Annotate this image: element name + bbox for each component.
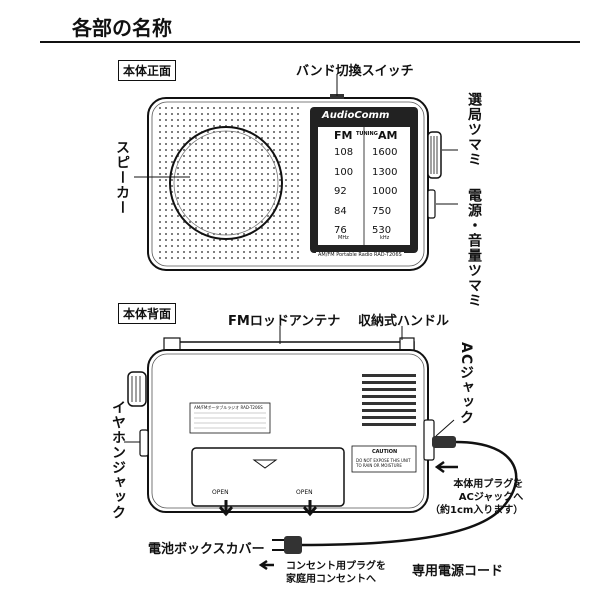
caution-text: DO NOT EXPOSE THIS UNIT TO RAIN OR MOIST…	[356, 458, 411, 468]
brand-logo: AudioComm	[322, 110, 390, 121]
title-rule	[40, 41, 580, 43]
fm-unit: MHz	[338, 235, 349, 241]
speaker-ring	[169, 126, 283, 240]
fm-scale-value: 92	[334, 186, 347, 197]
am-scale-value: 1600	[372, 147, 398, 158]
power-cord	[272, 436, 518, 554]
vent-slots	[362, 374, 416, 426]
radio-front-body	[147, 94, 442, 271]
am-scale-value: 1000	[372, 186, 398, 197]
speaker-grille	[159, 107, 299, 259]
open-label-left: OPEN	[212, 489, 229, 496]
caution-label	[351, 445, 417, 473]
caution-title: CAUTION	[372, 449, 398, 455]
outlet-note: コンセント用プラグを 家庭用コンセントへ	[286, 561, 386, 585]
battery-cover-shape	[191, 447, 345, 507]
volume-knob-shape	[427, 189, 436, 219]
spec-title: AM/FMポータブルラジオ RAD-T206S	[194, 405, 263, 410]
speaker-label: スピーカー	[114, 140, 130, 215]
fm-antenna-label: FMロッドアンテナ	[228, 314, 341, 329]
fm-scale-value: 76	[334, 225, 347, 236]
power-cord-label: 専用電源コード	[412, 564, 504, 579]
am-band-label: AM	[378, 129, 398, 142]
back-tag: 本体背面	[118, 303, 177, 324]
plug-note: 本体用プラグを ACジャックへ （約1cm入ります）	[430, 479, 524, 516]
handle-label: 収納式ハンドル	[358, 314, 450, 329]
earphone-jack-shape	[139, 429, 149, 457]
am-unit: kHz	[380, 235, 390, 241]
am-scale-value: 1300	[372, 167, 398, 178]
am-scale-value: 530	[372, 225, 392, 236]
fm-scale-value: 84	[334, 206, 347, 217]
am-scale-value: 750	[372, 206, 392, 217]
band-switch-label: バンド切換スイッチ	[296, 64, 414, 79]
power-volume-knob-label: 電源・音量ツマミ	[466, 188, 482, 308]
fm-band-label: FM	[334, 129, 353, 142]
earphone-jack-label: イヤホンジャック	[110, 400, 126, 520]
ac-jack-label: ACジャック	[458, 342, 474, 426]
fm-scale-value: 100	[334, 167, 354, 178]
open-arrows	[218, 500, 318, 517]
fm-scale-value: 108	[334, 147, 354, 158]
page-title: 各部の名称	[72, 16, 172, 40]
model-line: AM/FM Portable Radio RAD-T206S	[316, 252, 404, 258]
tuning-knob-label: 選局ツマミ	[466, 92, 482, 167]
front-tag: 本体正面	[118, 60, 177, 81]
open-label-right: OPEN	[296, 489, 313, 496]
tuning-knob-shape	[427, 131, 442, 179]
radio-back-body	[127, 337, 435, 513]
tuning-word: TUNING	[356, 131, 378, 137]
battery-cover-label: 電池ボックスカバー	[148, 542, 265, 557]
